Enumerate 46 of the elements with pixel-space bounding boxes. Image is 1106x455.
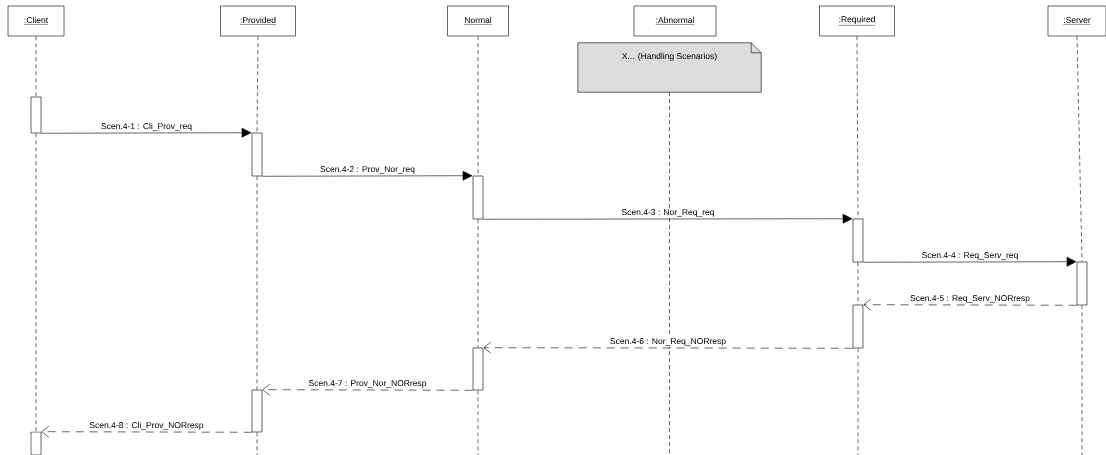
message-label: Scen.4-3 : Nor_Req_req: [620, 208, 716, 218]
message-arrow: [41, 127, 252, 138]
lifeline-header: :Server: [1047, 5, 1106, 37]
activation-bar: [1076, 261, 1088, 306]
lifeline: [35, 133, 37, 432]
note: X... (Handling Scenarios): [577, 42, 762, 93]
message-label: Scen.4-1 : Cli_Prov_req: [100, 121, 194, 132]
lifeline-header: :Client: [7, 5, 65, 37]
lifeline: [35, 36, 37, 97]
lifeline: [477, 36, 479, 176]
lifeline-header: :Required: [819, 5, 895, 37]
message-label: Scen.4-5 : Req_Serv_NORresp: [909, 294, 1031, 304]
lifeline: [256, 431, 258, 455]
lifeline-header: Normal: [447, 5, 509, 37]
lifeline-header: :Provided: [220, 5, 296, 37]
lifeline: [256, 36, 259, 133]
lifeline: [669, 91, 670, 455]
message-label: Scen.4-8 : Cli_Prov_NORresp: [88, 420, 205, 431]
activation-bar: [852, 218, 864, 263]
activation-bar: [30, 431, 42, 455]
message-arrow: [863, 298, 1077, 311]
activation-bar: [30, 96, 42, 134]
lifeline: [857, 348, 859, 455]
lifeline: [477, 219, 479, 348]
lifeline: [477, 389, 479, 455]
lifeline: [256, 176, 258, 390]
lifeline: [1076, 36, 1083, 262]
activation-bar: [472, 175, 484, 220]
message-label: Scen.4-7 : Prov_Nor_NORresp: [307, 379, 428, 389]
activation-bar: [251, 132, 263, 177]
message-arrow: [262, 383, 473, 396]
message-arrow: [863, 256, 1077, 267]
message-arrow: [262, 170, 473, 181]
lifeline-header: :Abnormal: [633, 5, 717, 37]
message-arrow: [41, 425, 252, 438]
lifeline: [856, 36, 859, 219]
activation-bar: [472, 347, 484, 391]
activation-bar: [852, 304, 864, 349]
message-label: Scen.4-4 : Req_Serv_req: [920, 251, 1020, 261]
message-arrow: [483, 341, 853, 354]
activation-bar: [251, 389, 263, 433]
lifeline: [1081, 305, 1083, 455]
message-arrow: [483, 213, 853, 224]
lifeline: [857, 262, 859, 305]
message-label: Scen.4-6 : Nor_Req_NORresp: [609, 337, 728, 347]
message-label: Scen.4-2 : Prov_Nor_req: [319, 165, 416, 175]
